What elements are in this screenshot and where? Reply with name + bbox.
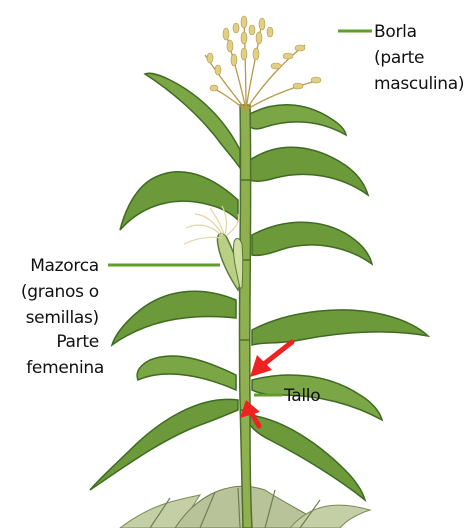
ear-label-line-5: femenina: [26, 358, 104, 378]
leaf-right-mid-high: [252, 222, 372, 264]
tassel-label: Borla (parte masculina): [374, 22, 464, 94]
ear-label-line-2: (granos o: [21, 282, 99, 302]
ear-label-line-4: Parte: [56, 332, 99, 352]
tassel-florets: [207, 16, 321, 91]
stalk: [239, 105, 252, 528]
tassel-label-line-2: (parte: [374, 48, 424, 68]
ear-label-line-1: Mazorca: [30, 256, 99, 276]
ear-label: Mazorca (granos o semillas) Parte femeni…: [21, 256, 104, 378]
leaf-mid-left: [112, 291, 236, 345]
leaf-top-right: [248, 105, 346, 135]
tassel: [205, 18, 320, 110]
stalk-arrow-upper: [250, 342, 292, 377]
tassel-label-line-3: masculina): [374, 74, 464, 94]
ear-label-line-3: semillas): [26, 308, 99, 328]
tassel-label-line-1: Borla: [374, 22, 417, 42]
leaf-top-left: [145, 73, 240, 168]
leaf-lower-right: [250, 415, 365, 500]
stalk-label: Tallo: [283, 386, 320, 406]
leaf-upper-right: [250, 147, 368, 195]
leaf-mid-right: [252, 310, 428, 345]
stalk-label-line-1: Tallo: [283, 386, 320, 406]
leaf-upper-left: [120, 172, 238, 230]
leaf-low-left-2: [137, 356, 236, 390]
leaf-lower-left: [90, 399, 238, 490]
